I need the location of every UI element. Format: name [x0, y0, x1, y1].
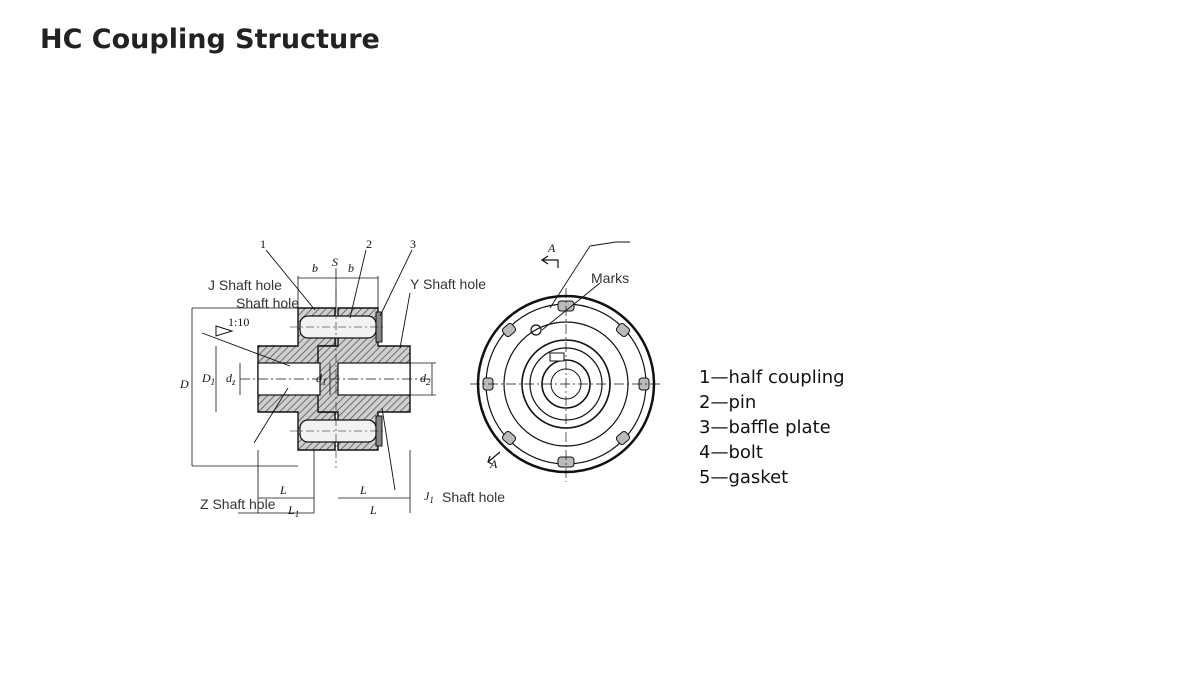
legend-item-bolt: 4—bolt [699, 442, 763, 463]
keyway [549, 352, 565, 362]
section-mark-top [540, 255, 559, 268]
section-a-top: A [547, 241, 556, 255]
dim-b-right: b [348, 261, 354, 275]
callout-3: 3 [410, 238, 416, 251]
leader-top-down [549, 245, 591, 309]
dim-d1: d1 [316, 371, 327, 387]
leader-lines [201, 249, 413, 491]
section-mark-bottom [487, 451, 501, 465]
taper-symbol [215, 325, 234, 337]
dimension-lines [191, 268, 436, 514]
label-z-shaft-hole: Z Shaft hole [200, 496, 276, 512]
dim-L-left: L [279, 483, 287, 497]
parts-legend: 1—half coupling 2—pin 3—baffle plate 4—b… [699, 365, 845, 490]
label-shaft-hole: Shaft hole [236, 295, 299, 311]
legend-item-baffle-plate: 3—baffle plate [699, 417, 831, 438]
dim-L1: L1 [287, 503, 299, 518]
dim-L-right-bottom: L [369, 503, 377, 517]
dim-D: D [179, 377, 189, 391]
label-j-shaft-hole: J Shaft hole [208, 277, 282, 293]
marks-leader [541, 282, 601, 331]
legend-item-gasket: 5—gasket [699, 467, 789, 488]
end-view [470, 241, 660, 482]
dim-D1: D1 [201, 371, 215, 387]
section-a-bottom: A [489, 457, 498, 471]
label-j1: J1 [424, 489, 434, 505]
dim-b-left: b [312, 261, 318, 275]
label-y-shaft-hole: Y Shaft hole [410, 276, 486, 292]
legend-item-half-coupling: 1—half coupling [699, 367, 845, 388]
callout-1: 1 [260, 238, 266, 251]
dim-L-right-top: L [359, 483, 367, 497]
label-marks: Marks [591, 270, 629, 286]
label-j1-shaft-hole: Shaft hole [442, 489, 505, 505]
dim-s: S [332, 255, 338, 269]
leader-top [589, 241, 630, 247]
dim-d2: d2 [420, 371, 431, 387]
dim-taper: 1:10 [228, 315, 249, 329]
callout-2: 2 [366, 238, 372, 251]
mark-hole [530, 324, 542, 336]
legend-item-pin: 2—pin [699, 392, 757, 413]
section-view: 1 2 3 b S b 1:10 D D1 dz d1 d2 L L1 L L … [179, 238, 505, 518]
page-title: HC Coupling Structure [40, 24, 380, 55]
dim-dz: dz [226, 371, 236, 387]
coupling-drawing: 1 2 3 b S b 1:10 D D1 dz d1 d2 L L1 L L … [179, 238, 660, 518]
